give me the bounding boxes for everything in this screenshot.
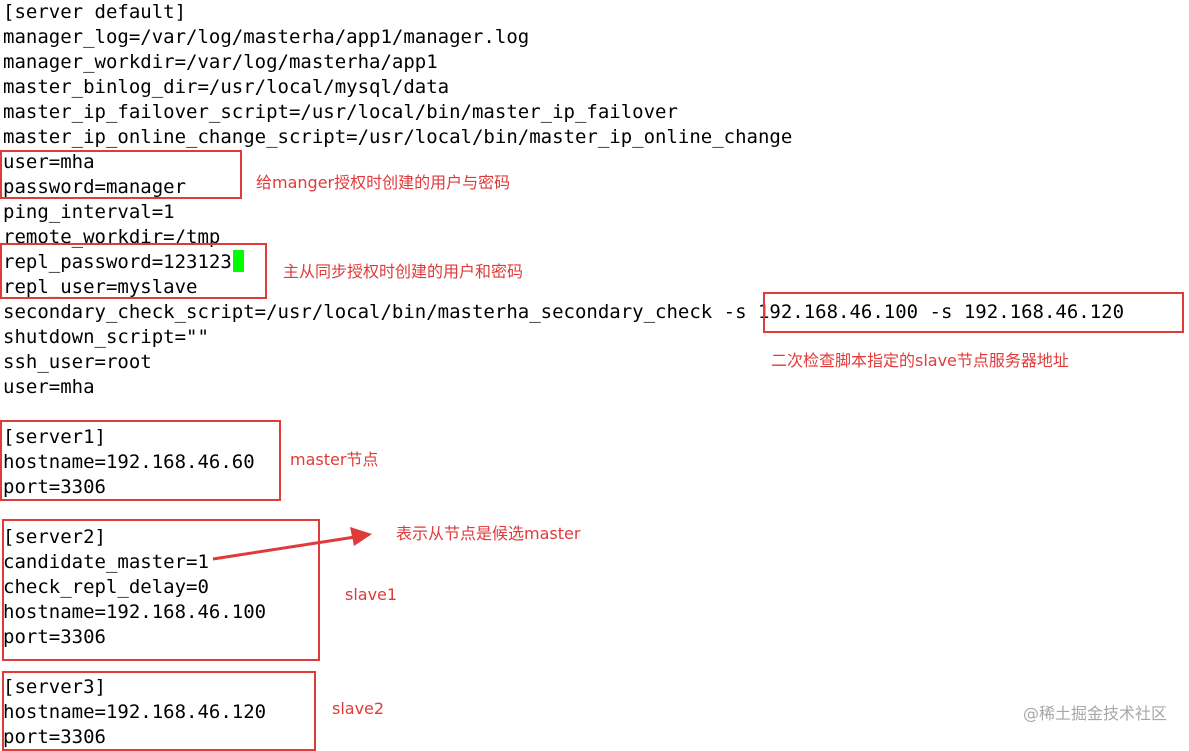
config-line: secondary_check_script=/usr/local/bin/ma… (3, 301, 1125, 323)
annotation-server3: slave2 (332, 699, 385, 718)
config-line: ssh_user=root (3, 351, 152, 373)
config-line: hostname=192.168.46.100 (3, 601, 267, 623)
config-line: manager_log=/var/log/masterha/app1/manag… (3, 26, 530, 48)
config-line: user=mha (3, 151, 95, 173)
config-line: hostname=192.168.46.120 (3, 701, 267, 723)
config-line: [server default] (3, 1, 187, 23)
config-line: remote_workdir=/tmp (3, 226, 221, 248)
watermark-text: @稀土掘金技术社区 (1022, 704, 1167, 723)
config-line: repl_user=myslave (3, 276, 198, 298)
highlight-box-server2 (2, 519, 320, 661)
annotation-candidate-master: 表示从节点是候选master (396, 524, 581, 543)
config-line: check_repl_delay=0 (3, 576, 209, 598)
highlight-box-replication-account (0, 243, 267, 299)
config-line: user=mha (3, 376, 95, 398)
config-line: manager_workdir=/var/log/masterha/app1 (3, 51, 438, 73)
highlight-box-server1 (0, 420, 281, 501)
config-line: candidate_master=1 (3, 551, 209, 573)
config-line: ping_interval=1 (3, 201, 175, 223)
config-line: [server1] (3, 426, 106, 448)
config-line: master_binlog_dir=/usr/local/mysql/data (3, 76, 450, 98)
config-line: master_ip_online_change_script=/usr/loca… (3, 126, 793, 148)
config-line: [server2] (3, 526, 106, 548)
arrow-shaft (212, 535, 356, 561)
config-line: password=manager (3, 176, 187, 198)
highlight-box-secondary-check (763, 292, 1184, 333)
annotation-manager-account: 给manger授权时创建的用户与密码 (256, 173, 511, 192)
config-line: hostname=192.168.46.60 (3, 451, 255, 473)
config-line: [server3] (3, 676, 106, 698)
config-line: shutdown_script="" (3, 326, 209, 348)
config-line: port=3306 (3, 626, 106, 648)
annotation-replication-account: 主从同步授权时创建的用户和密码 (283, 262, 524, 281)
annotation-secondary-check: 二次检查脚本指定的slave节点服务器地址 (771, 351, 1069, 370)
highlight-box-manager-account (0, 150, 242, 199)
config-line: port=3306 (3, 476, 106, 498)
config-line: master_ip_failover_script=/usr/local/bin… (3, 101, 678, 123)
config-line: port=3306 (3, 726, 106, 748)
annotation-server2: slave1 (345, 585, 398, 604)
arrow-head (350, 527, 372, 546)
config-line-text: repl_password=123123 (3, 251, 232, 273)
config-line-with-cursor: repl_password=123123 (3, 250, 244, 275)
annotation-server1: master节点 (290, 450, 379, 469)
text-cursor (232, 250, 244, 272)
